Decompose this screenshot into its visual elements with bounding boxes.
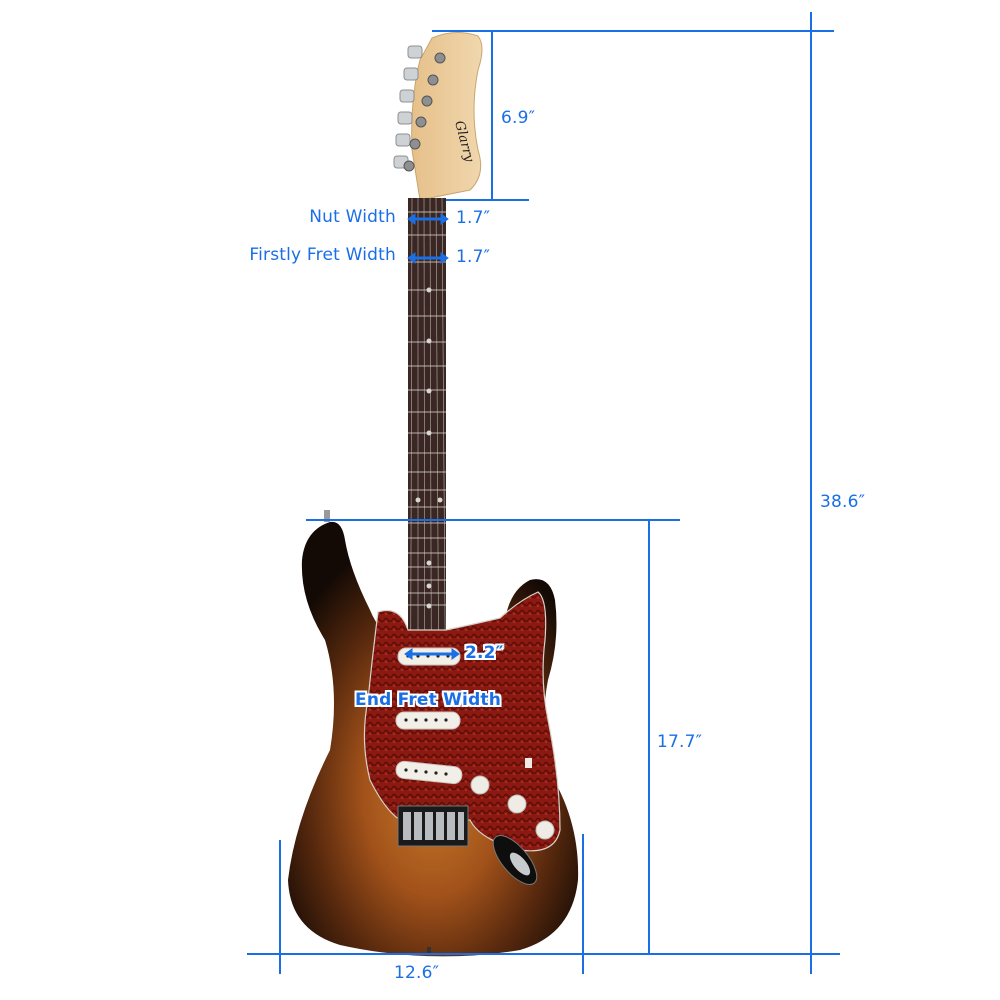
body-width-left-line [279, 840, 281, 974]
body-length-label: 17.7″ [657, 732, 703, 752]
body-width-right-line [582, 834, 584, 974]
fretboard [408, 197, 448, 901]
total-length-vertical-line [810, 12, 812, 974]
total-length-top-line [432, 30, 834, 32]
headstock-bottom-line [446, 199, 529, 201]
first-fret-width-value: 1.7″ [456, 247, 491, 267]
body-top-line [306, 519, 680, 521]
headstock: Glarry [393, 32, 483, 201]
guitar-body [288, 510, 579, 957]
nut-width-title: Nut Width [309, 207, 396, 227]
body-width-label: 12.6″ [394, 963, 440, 983]
bottom-baseline [247, 953, 840, 955]
end-fret-width-value: 2.2″ [465, 643, 504, 663]
end-fret-width-title: End Fret Width [355, 690, 502, 710]
total-length-label: 38.6″ [820, 492, 866, 512]
headstock-vertical-line [491, 30, 493, 201]
nut-width-value: 1.7″ [456, 208, 491, 228]
headstock-length-label: 6.9″ [501, 108, 536, 128]
first-fret-width-title: Firstly Fret Width [249, 245, 396, 265]
body-length-vertical-line [648, 519, 650, 955]
